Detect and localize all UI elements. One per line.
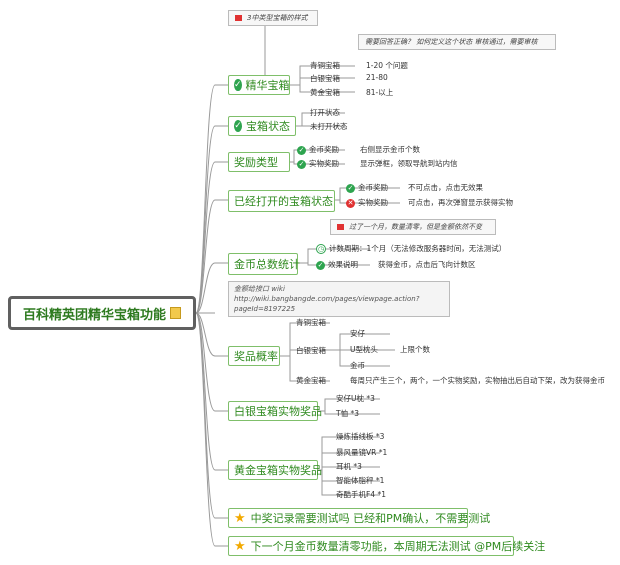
check-icon: ✓ (234, 79, 242, 91)
star-icon: ★ (234, 538, 246, 554)
check-icon: ✓ (234, 120, 242, 132)
leaf-silver: 白银宝箱 (310, 74, 340, 83)
topic-reward-type[interactable]: 奖励类型 (228, 152, 290, 172)
leaf-opened-item: ✕实物奖励 (346, 198, 388, 208)
leaf-prob-gold-desc: 每周只产生三个，两个，一个实物奖励，实物抽出后自动下架，改为获得金币 (350, 376, 605, 385)
flag-icon (337, 224, 344, 230)
leaf-effect-desc: 获得金币，点击后飞向计数区 (378, 260, 476, 269)
leaf-prob-silver: 白银宝箱 (296, 346, 326, 355)
leaf-reward-gold-desc: 右侧显示金币个数 (360, 145, 420, 154)
topic-silver-prizes[interactable]: 白银宝箱实物奖品 (228, 401, 322, 421)
leaf-opened-item-desc: 可点击，再次弹窗显示获得实物 (408, 198, 513, 207)
root-label: 百科精英团精华宝箱功能 (22, 307, 166, 323)
topic-gold-stats[interactable]: 金币总数统计 (228, 253, 300, 275)
topic-probability[interactable]: 奖品概率 (228, 346, 280, 366)
topic-gold-prizes[interactable]: 黄金宝箱实物奖品 (228, 460, 322, 480)
note-types: 3中类型宝箱的样式 (228, 10, 318, 26)
leaf-gold-prize-1: 燥炼插线板 *3 (336, 432, 385, 441)
leaf-gold-prize-2: 暴风量镜VR *1 (336, 448, 388, 457)
leaf-silver-prize-1: 安仔U枕 *3 (336, 394, 375, 403)
leaf-prob-silver-anzai: 安仔 (350, 329, 365, 338)
leaf-status-open: 打开状态 (310, 108, 340, 117)
leaf-effect: ✓效果说明 (316, 260, 358, 270)
clock-icon: ◷ (316, 244, 326, 254)
callout-wiki: 金额给接口 wiki http://wiki.bangbangde.com/pa… (228, 281, 450, 317)
topic-jinghua[interactable]: ✓精华宝箱 (228, 75, 290, 95)
leaf-bronze: 青铜宝箱 (310, 61, 340, 70)
check-icon: ✓ (346, 184, 355, 193)
note-month: 过了一个月，数量清零，但是金额依然不变 (330, 219, 496, 235)
leaf-silver-range: 21-80 (366, 73, 388, 82)
leaf-opened-gold: ✓金币奖励 (346, 183, 388, 193)
leaf-prob-bronze: 青铜宝箱 (296, 318, 326, 327)
check-icon: ✓ (297, 160, 306, 169)
leaf-gold: 黄金宝箱 (310, 88, 340, 97)
note-correct: 需要回答正确？ 如何定义这个状态 审核通过，需要审核 (358, 34, 556, 50)
leaf-prob-silver-pillow: U型枕头 (350, 345, 378, 354)
note-icon (170, 307, 181, 319)
topic-tip-record[interactable]: ★中奖记录需要测试吗 已经和PM确认，不需要测试 (228, 508, 490, 528)
leaf-status-closed: 未打开状态 (310, 122, 348, 131)
leaf-prob-silver-limit: 上限个数 (400, 345, 430, 354)
check-icon: ✓ (297, 146, 306, 155)
leaf-gold-range: 81-以上 (366, 88, 394, 97)
leaf-prob-silver-gold: 金币 (350, 361, 365, 370)
leaf-prob-gold: 黄金宝箱 (296, 376, 326, 385)
leaf-opened-gold-desc: 不可点击，点击无效果 (408, 183, 483, 192)
leaf-reward-gold: ✓金币奖励 (297, 145, 339, 155)
root-topic[interactable]: 百科精英团精华宝箱功能 (8, 296, 196, 330)
leaf-period: ◷计数周期：1个月（无法修改服务器时间，无法测试） (316, 244, 507, 254)
star-icon: ★ (234, 510, 246, 526)
leaf-reward-item: ✓实物奖励 (297, 159, 339, 169)
leaf-gold-prize-5: 奇酷手机F4 *1 (336, 490, 386, 499)
leaf-silver-prize-2: T恤 *3 (336, 409, 359, 418)
check-icon: ✓ (316, 261, 325, 270)
topic-tip-reset[interactable]: ★下一个月金币数量清零功能，本周期无法测试 @PM后续关注 (228, 536, 545, 556)
topic-status[interactable]: ✓宝箱状态 (228, 116, 296, 136)
flag-icon (235, 15, 242, 21)
cross-icon: ✕ (346, 199, 355, 208)
leaf-reward-item-desc: 显示弹框，领取导航到站内信 (360, 159, 458, 168)
topic-opened[interactable]: 已经打开的宝箱状态 (228, 190, 335, 212)
leaf-gold-prize-4: 智能体脂秤 *1 (336, 476, 385, 485)
leaf-gold-prize-3: 耳机 *3 (336, 462, 362, 471)
leaf-bronze-range: 1-20 个问题 (366, 61, 408, 70)
